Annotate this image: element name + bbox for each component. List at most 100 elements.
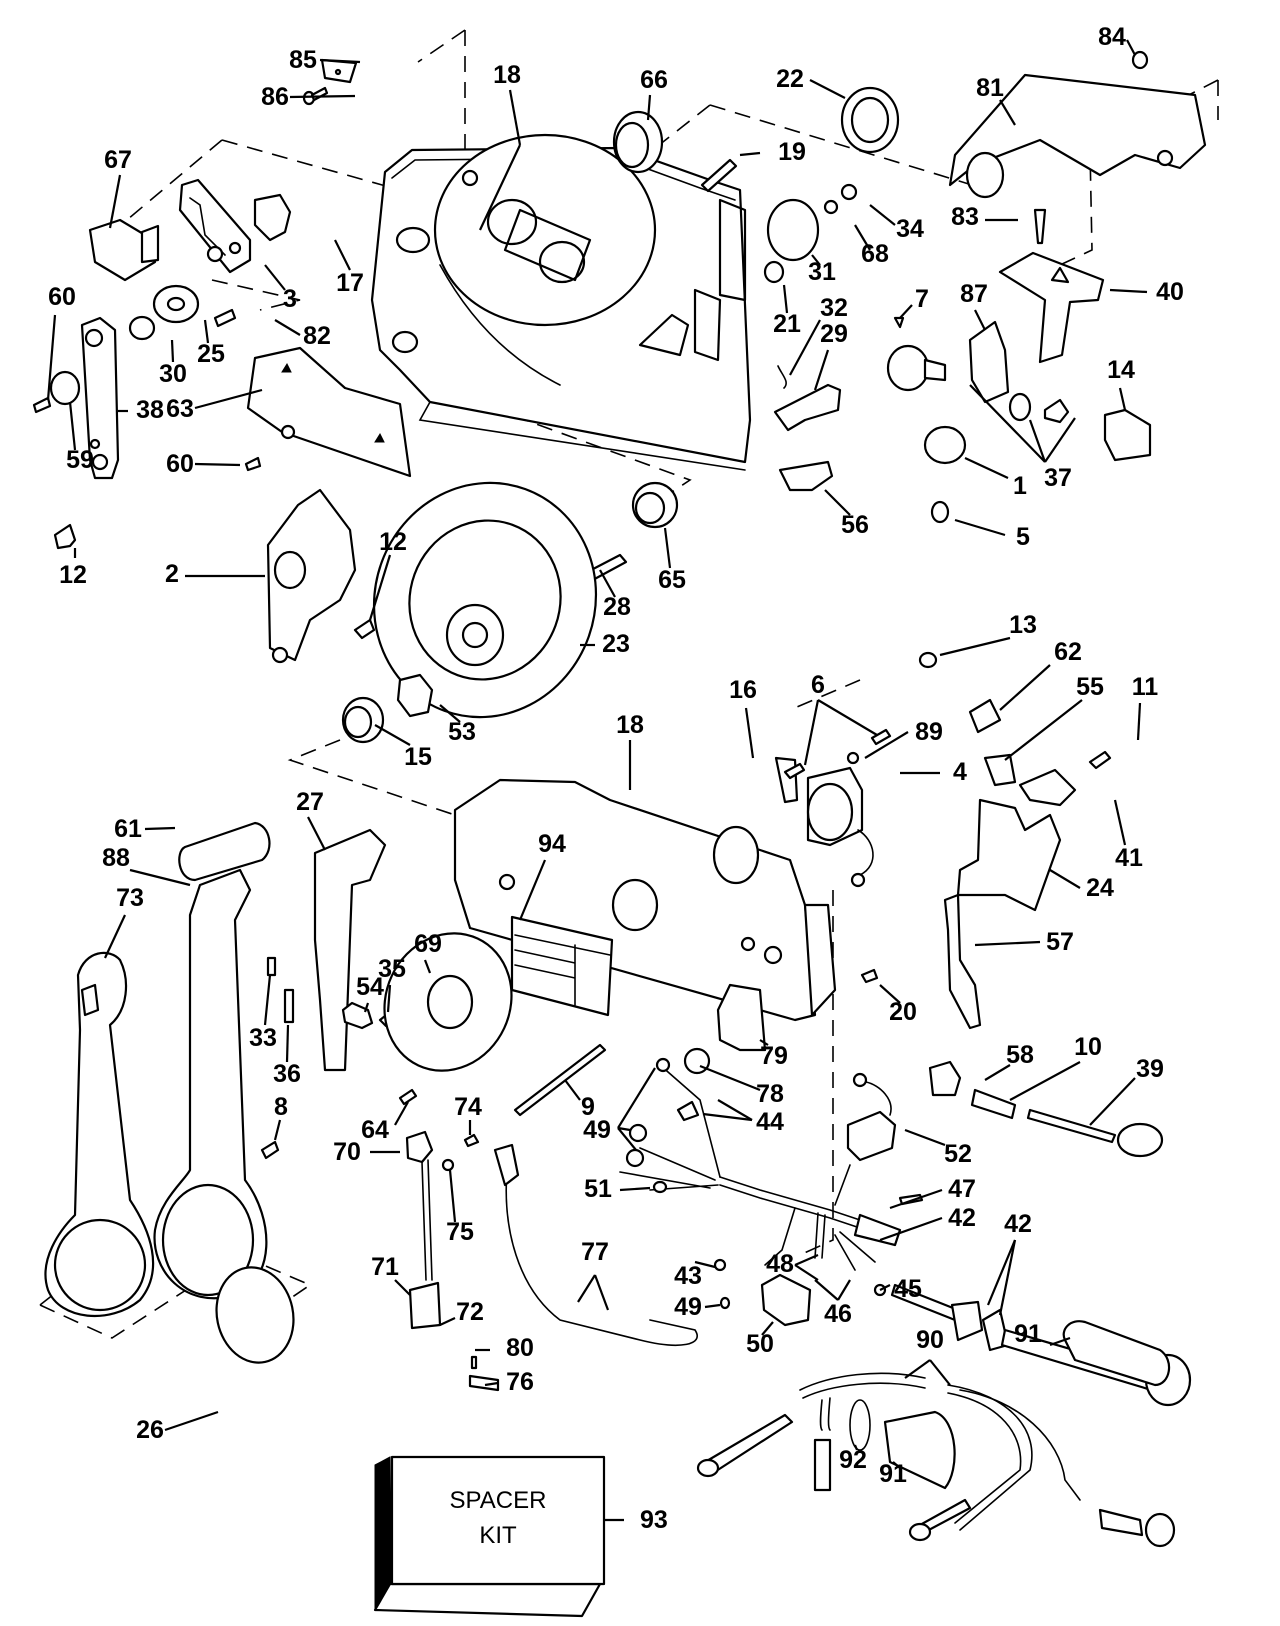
callout-label-72: 72 <box>456 1298 484 1326</box>
leader-line-77 <box>593 1274 610 1311</box>
screw-11 <box>1088 750 1112 770</box>
wire-harness-42 <box>619 1057 924 1310</box>
clamp-54 <box>341 1001 374 1030</box>
leader-line-19 <box>739 151 761 157</box>
spring-55 <box>983 753 1017 787</box>
lockwasher-89 <box>846 751 860 765</box>
callout-label-5: 5 <box>1016 523 1030 551</box>
seal-22 <box>840 86 900 154</box>
callout-label-18a: 18 <box>493 61 521 89</box>
callout-label-53: 53 <box>448 718 476 746</box>
callout-label-11: 11 <box>1132 673 1159 701</box>
leader-line-21 <box>782 284 789 314</box>
leader-line-62 <box>999 664 1051 711</box>
callout-label-57: 57 <box>1046 928 1074 956</box>
leader-line-78 <box>699 1064 761 1092</box>
leader-line-18a <box>508 89 522 146</box>
leader-line-10 <box>1009 1061 1081 1101</box>
callout-label-89: 89 <box>915 718 943 746</box>
leader-line-7 <box>899 304 913 319</box>
callout-label-35: 35 <box>378 955 406 983</box>
leader-line-51 <box>619 1186 651 1192</box>
washer-25 <box>152 284 200 324</box>
block-58 <box>928 1060 962 1097</box>
leader-line-14 <box>1118 387 1127 411</box>
bracket-40 <box>998 251 1105 364</box>
callout-label-56: 56 <box>841 511 869 539</box>
leader-line-1 <box>964 457 1009 479</box>
leader-line-73 <box>104 914 126 959</box>
gear-23 <box>372 481 598 719</box>
callout-label-81: 81 <box>976 74 1004 102</box>
callout-label-67: 67 <box>104 146 132 174</box>
callout-label-90: 90 <box>916 1326 944 1354</box>
nut-34 <box>840 183 858 201</box>
link-57 <box>943 893 982 1030</box>
callout-label-84: 84 <box>1098 23 1126 51</box>
callout-label-32: 32 <box>820 294 848 322</box>
leader-line-42b <box>986 1239 1017 1306</box>
leader-line-3 <box>264 264 286 291</box>
screw-9 <box>513 1043 607 1117</box>
screw <box>302 86 329 106</box>
retainer-87 <box>968 320 1010 404</box>
callout-label-30: 30 <box>159 360 187 388</box>
callout-label-60a: 60 <box>48 283 76 311</box>
callout-label-42a: 42 <box>948 1204 976 1232</box>
boot-91b <box>883 1410 956 1490</box>
nut-78 <box>683 1047 711 1075</box>
callout-label-3: 3 <box>283 285 297 313</box>
leader-line-68 <box>854 224 871 251</box>
callout-label-60b: 60 <box>166 450 194 478</box>
plunger-62 <box>968 698 1002 734</box>
leader-line-18a <box>479 144 521 231</box>
leader-line-79 <box>759 1039 769 1046</box>
callout-label-70: 70 <box>333 1138 361 1166</box>
trim-switch-holder-27 <box>313 828 387 1072</box>
callout-label-64: 64 <box>361 1116 389 1144</box>
leader-line-66 <box>646 94 652 121</box>
callout-label-9: 9 <box>581 1093 595 1121</box>
battery-cables-90 <box>696 1372 1176 1548</box>
leader-line-6 <box>817 699 878 736</box>
leader-line-30 <box>170 339 175 363</box>
screw-19 <box>700 158 738 193</box>
callout-label-91b: 91 <box>879 1460 907 1488</box>
callout-label-25: 25 <box>197 340 225 368</box>
leader-line-60a <box>46 314 57 401</box>
label-plate-94 <box>510 915 614 1017</box>
leader-line-15 <box>374 724 411 746</box>
pin-12b <box>353 618 376 640</box>
leader-line-35 <box>386 984 392 1013</box>
leader-line-36 <box>285 1024 290 1063</box>
callout-label-85: 85 <box>289 46 317 74</box>
pin-12 <box>53 523 77 550</box>
lever-24 <box>956 798 1062 912</box>
leader-line-46 <box>837 1279 851 1301</box>
leader-line-49a <box>617 1067 656 1129</box>
callout-label-58: 58 <box>1006 1041 1034 1069</box>
leader-line-43 <box>694 1260 716 1269</box>
boot-91a <box>1062 1320 1171 1387</box>
callout-label-63: 63 <box>166 395 194 423</box>
neutral-switch-41 <box>1018 768 1077 807</box>
callout-label-1: 1 <box>1013 472 1027 500</box>
screw-7 <box>893 316 905 329</box>
leader-line-64 <box>394 1101 409 1126</box>
callout-label-94: 94 <box>538 830 566 858</box>
callout-label-59: 59 <box>66 446 94 474</box>
leader-line-12b <box>368 554 392 621</box>
callout-label-49b: 49 <box>674 1293 702 1321</box>
key-switch <box>886 344 1070 424</box>
leader-line-42b <box>998 1239 1017 1316</box>
leader-line-48 <box>794 1264 819 1281</box>
rear-control-housing <box>370 133 752 471</box>
leader-line-69 <box>423 959 432 974</box>
leader-line-22 <box>809 79 846 99</box>
callout-label-18b: 18 <box>616 711 644 739</box>
handle-73 <box>44 951 155 1318</box>
detent-lever-56 <box>778 460 834 492</box>
callout-label-34: 34 <box>896 215 924 243</box>
leader-line-28 <box>599 569 616 598</box>
callout-label-19: 19 <box>778 138 806 166</box>
